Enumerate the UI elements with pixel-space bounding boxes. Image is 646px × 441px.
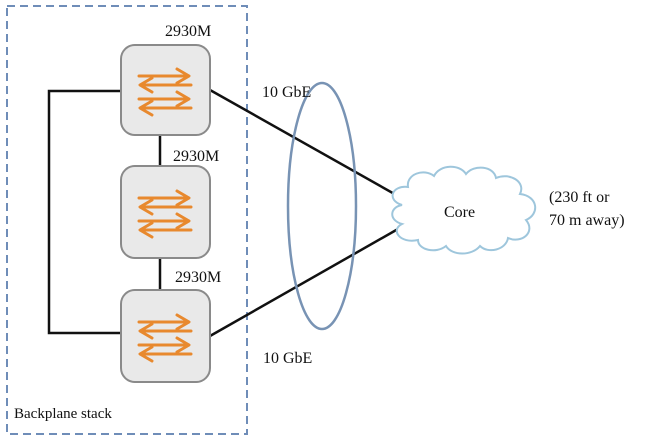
core-label: Core: [444, 204, 475, 221]
bottom-link-label: 10 GbE: [263, 350, 312, 367]
switch-2[interactable]: [120, 165, 211, 259]
uplink-top: [209, 88, 399, 198]
top-link-label: 10 GbE: [262, 84, 311, 101]
distance-line-1: (230 ft or: [549, 189, 610, 206]
distance-line-2: 70 m away): [549, 212, 625, 229]
switch-3-model-label: 2930M: [175, 269, 221, 286]
stack-ring-cable: [47, 89, 121, 335]
backplane-stack-label: Backplane stack: [14, 406, 112, 422]
core-cloud[interactable]: Core: [391, 165, 536, 255]
backplane-stack-container: [6, 5, 248, 435]
link-aggregation-ellipse: [286, 81, 358, 331]
switch-3[interactable]: [120, 289, 211, 383]
switch-1-model-label: 2930M: [165, 23, 211, 40]
switch-1[interactable]: [120, 44, 211, 136]
uplink-bottom: [209, 227, 399, 338]
switch-2-model-label: 2930M: [173, 148, 219, 165]
cloud-icon: [391, 165, 536, 255]
